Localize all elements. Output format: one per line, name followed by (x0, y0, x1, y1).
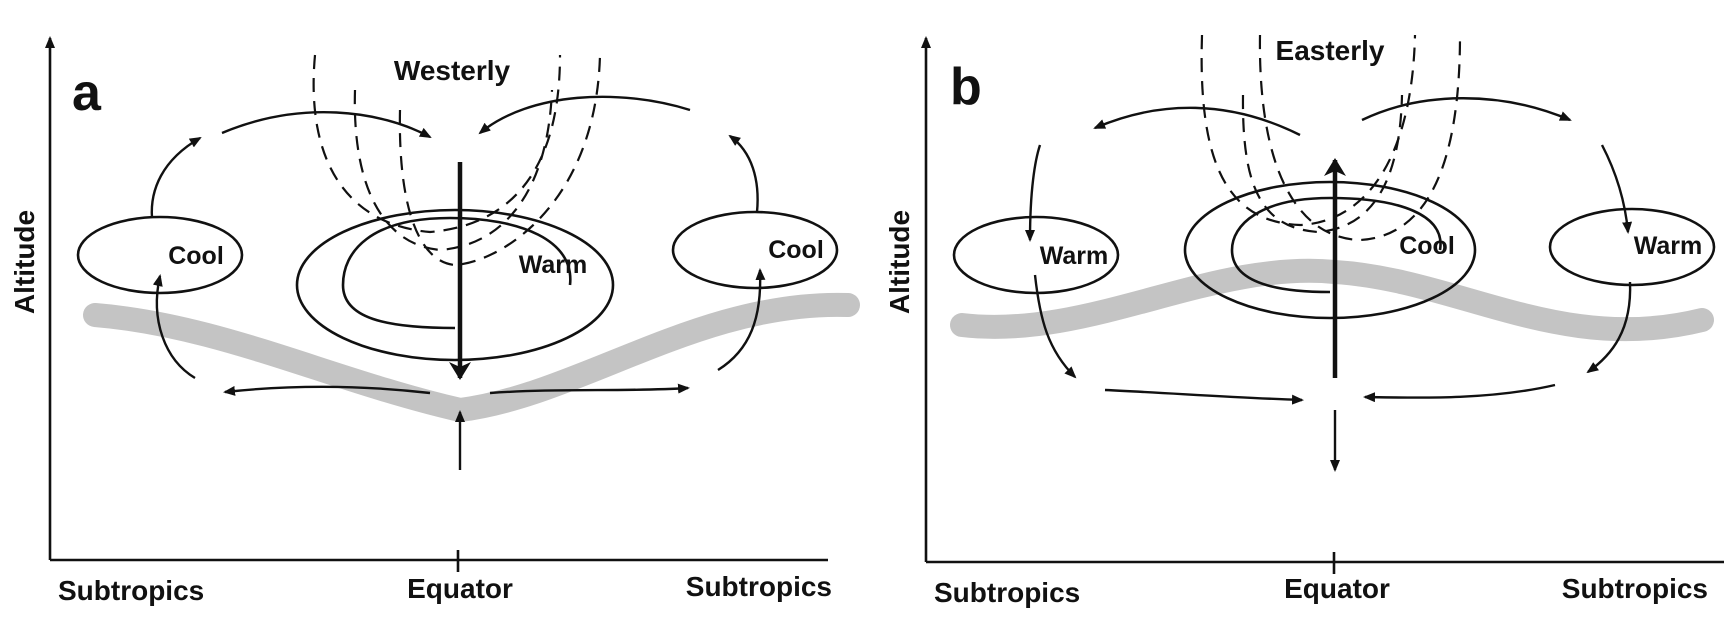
panel-b-contour-dashed-2 (1241, 94, 1404, 234)
panel-a-letter: a (72, 64, 102, 122)
panel-a-contour-dashed-3 (398, 54, 602, 267)
panel-a-lower-left-arrow (223, 385, 431, 396)
panel-b-right-descent-arrow (1600, 144, 1633, 234)
panel-a-left-rise-arrow (150, 136, 202, 219)
panel-a-x-label-center: Equator (407, 573, 513, 604)
panel-b-upper-right-arrow (1361, 97, 1572, 122)
panel-b-contour-dashed-3 (1258, 34, 1462, 242)
panel-b-right-cell-label: Warm (1634, 232, 1703, 260)
panel-b-letter: b (950, 58, 982, 116)
panel-b-center-cell-label: Cool (1399, 232, 1455, 260)
panel-b-lower-right-arrow (1363, 383, 1556, 403)
panel-b-right-ellipse (1548, 207, 1716, 287)
panel-a-right-lower-arrow (717, 268, 766, 372)
panel-a-left-cell-label: Cool (168, 242, 224, 270)
panel-b-inner-spiral (1230, 196, 1442, 294)
panel-a-axis-label: Altitude (9, 210, 40, 314)
panel-a: a Westerly Altitude Cool Warm Cool Subtr… (9, 36, 860, 606)
panel-b-left-lower-arrow (1033, 274, 1077, 379)
panel-a-right-ellipse (671, 210, 839, 290)
panel-b-contour-dashed-1 (1200, 34, 1417, 227)
panel-a-upper-left-arrow (221, 111, 432, 139)
panel-b: b Easterly Altitude Warm Cool Warm Subtr… (884, 34, 1724, 608)
panel-b-left-descent-arrow (1025, 144, 1042, 242)
panel-a-left-lower-arrow (152, 274, 196, 380)
panel-a-contour-dashed-1 (312, 54, 562, 234)
panel-a-upper-right-arrow (478, 95, 691, 135)
panel-a-right-rise-arrow (728, 134, 759, 213)
panel-a-right-cell-label: Cool (768, 236, 824, 264)
panel-b-upper-left-arrow (1093, 106, 1301, 137)
panel-b-top-label: Easterly (1276, 35, 1385, 66)
panel-b-x-label-left: Subtropics (934, 577, 1080, 608)
panel-b-x-label-center: Equator (1284, 573, 1390, 604)
panel-a-lower-right-arrow (489, 383, 690, 395)
panel-a-contour-dashed-2 (353, 89, 554, 252)
panel-b-axis-label: Altitude (884, 210, 915, 314)
panel-a-center-cell-label: Warm (519, 251, 588, 279)
panel-a-tropopause-band (83, 292, 860, 423)
panel-a-x-label-right: Subtropics (686, 571, 832, 602)
panel-a-top-label: Westerly (394, 55, 511, 86)
panel-b-right-lower-arrow (1586, 281, 1632, 374)
panel-b-x-label-right: Subtropics (1562, 573, 1708, 604)
panel-b-outer-ellipse (1183, 180, 1477, 320)
panel-b-lower-left-arrow (1104, 388, 1304, 405)
panel-a-x-label-left: Subtropics (58, 575, 204, 606)
panel-a-left-ellipse (76, 215, 244, 295)
panel-a-inner-spiral (341, 216, 572, 330)
panel-a-outer-ellipse (295, 208, 615, 362)
panel-b-left-ellipse (952, 215, 1120, 295)
panel-b-left-cell-label: Warm (1040, 242, 1109, 270)
